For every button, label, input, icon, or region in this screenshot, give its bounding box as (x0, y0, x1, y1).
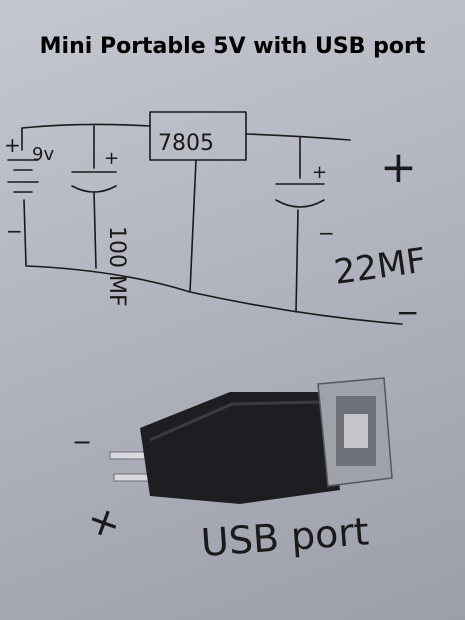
cap-large-minus-sign: − (318, 221, 335, 245)
regulator-label: 7805 (158, 131, 214, 156)
regulator-box (149, 111, 247, 161)
battery-plus-sign: + (4, 133, 21, 157)
ground-wire (25, 265, 403, 325)
battery-label: 9v (32, 144, 54, 165)
usb-minus-sign: − (72, 428, 92, 456)
usb-port-label: USB port (200, 509, 371, 565)
top-wire-left (21, 123, 151, 129)
usb-body-highlight (149, 400, 323, 442)
cap-large-label: 22MF (332, 240, 429, 292)
top-wire-right (245, 133, 351, 141)
page-title: Mini Portable 5V with USB port (39, 34, 426, 59)
cap-small-lead-bottom (93, 191, 97, 269)
usb-plus-sign: + (81, 495, 128, 550)
cap-small-plate-bottom (71, 185, 117, 193)
battery-minus-sign: − (6, 219, 23, 243)
output-plus-sign: + (380, 142, 417, 193)
cap-large-lead-bottom (295, 209, 299, 313)
regulator-ground-wire (189, 159, 197, 293)
usb-socket-tongue (344, 414, 368, 448)
cap-small-label: 100 MF (104, 226, 129, 307)
cap-small-plus-sign: + (104, 148, 119, 169)
usb-adapter (109, 377, 393, 504)
battery-lead-bottom (23, 199, 27, 266)
output-minus-sign: − (396, 296, 419, 329)
cap-large-plate-bottom (275, 199, 325, 208)
usb-plug-body (140, 392, 340, 504)
cap-large-plus-sign: + (312, 162, 327, 183)
